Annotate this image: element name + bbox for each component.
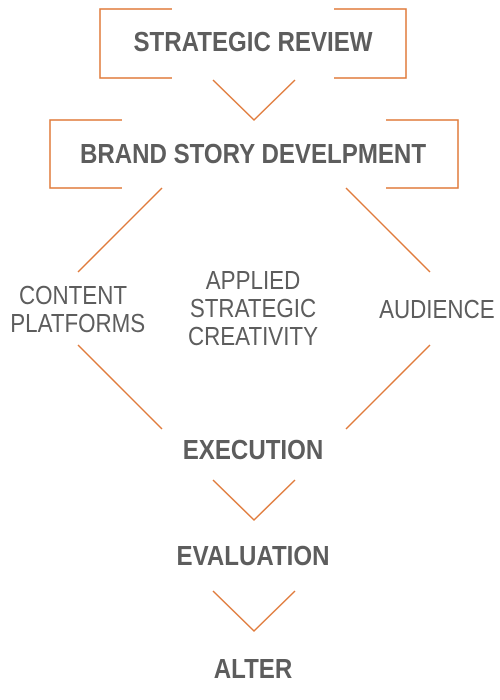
strategic-review-bracket-left [99,8,172,79]
strategic-review-label: STRATEGIC REVIEW [133,26,373,57]
chevron-arrow-1 [212,79,296,122]
chevron-arrow-3 [212,590,296,633]
brand-story-bracket-right [386,119,459,189]
diagonal-right-lower [345,344,431,430]
brand-story-bracket-left [49,119,122,189]
alter-label: ALTER [213,653,293,684]
audience-label: AUDIENCE [379,294,495,324]
chevron-arrow-2 [212,479,296,522]
brand-story-label: BRAND STORY DEVELPMENT [79,138,427,169]
evaluation-label: EVALUATION [176,540,330,571]
diagonal-left-lower [77,344,163,430]
diagonal-right-upper [345,187,431,273]
execution-label: EXECUTION [182,434,324,465]
diagonal-left-upper [77,187,163,273]
strategic-review-bracket-right [334,8,407,79]
content-platforms-label: CONTENT PLATFORMS [10,280,146,339]
applied-creativity-label: APPLIED STRATEGIC CREATIVITY [187,265,319,352]
